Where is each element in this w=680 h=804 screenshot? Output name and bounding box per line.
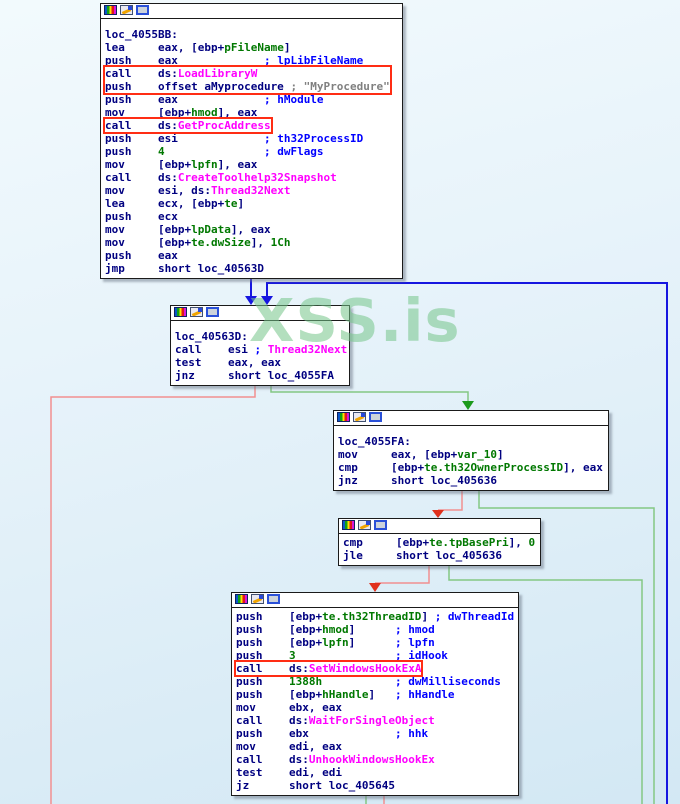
asm-line[interactable]: mov esi, ds:Thread32Next — [105, 184, 291, 197]
edge-loc4055FA-true — [478, 488, 655, 804]
asm-line[interactable]: mov eax, [ebp+var_10] — [338, 448, 504, 461]
node-header — [232, 593, 518, 608]
asm-line[interactable]: push eax — [105, 249, 178, 262]
asm-line[interactable]: call esi ; Thread32Next — [175, 343, 348, 356]
node-header — [101, 4, 402, 19]
frame-icon[interactable] — [374, 520, 387, 530]
asm-line[interactable]: jmp short loc_40563D — [105, 262, 264, 275]
asm-line[interactable]: cmp [ebp+te.th32OwnerProcessID], eax — [338, 461, 603, 474]
edge-tpBasePri-false — [375, 563, 430, 584]
frame-icon[interactable] — [206, 307, 219, 317]
asm-line[interactable]: push offset aMyprocedure ; "MyProcedure" — [105, 80, 390, 93]
asm-line[interactable]: push ebx ; hhk — [236, 727, 429, 740]
asm-line[interactable]: test eax, eax — [175, 356, 281, 369]
asm-line[interactable]: push eax ; lpLibFileName — [105, 54, 364, 67]
asm-line[interactable]: call ds:CreateToolhelp32Snapshot — [105, 171, 337, 184]
node-header — [334, 411, 608, 426]
node-header — [339, 519, 540, 534]
asm-line[interactable]: mov [ebp+lpData], eax — [105, 223, 271, 236]
edge-arrow — [369, 583, 381, 592]
pencil-icon[interactable] — [358, 520, 371, 530]
node-loc_4055FA[interactable]: loc_4055FA:mov eax, [ebp+var_10]cmp [ebp… — [333, 410, 609, 491]
edge-loc4055FA-false — [438, 488, 463, 511]
asm-line[interactable]: mov [ebp+te.dwSize], 1Ch — [105, 236, 291, 249]
pencil-icon[interactable] — [353, 412, 366, 422]
edge-arrow — [462, 401, 474, 410]
asm-line[interactable]: push [ebp+hmod] ; hmod — [236, 623, 435, 636]
asm-line[interactable]: push [ebp+te.th32ThreadID] ; dwThreadId — [236, 610, 515, 623]
node-header — [171, 306, 349, 321]
edge-loc40563D-true — [270, 381, 469, 402]
asm-line[interactable]: mov [ebp+lpfn], eax — [105, 158, 258, 171]
asm-line[interactable]: jnz short loc_4055FA — [175, 369, 334, 382]
frame-icon[interactable] — [136, 5, 149, 15]
asm-line[interactable]: mov edi, eax — [236, 740, 342, 753]
pencil-icon[interactable] — [190, 307, 203, 317]
asm-line[interactable]: call ds:SetWindowsHookExA — [236, 662, 422, 675]
frame-icon[interactable] — [369, 412, 382, 422]
asm-line[interactable]: loc_4055BB: — [105, 28, 178, 41]
edge-loc40563D-false — [50, 381, 256, 804]
highlight-red-box: call ds:SetWindowsHookExA — [233, 660, 424, 677]
highlight-red-box: call ds:GetProcAddress — [103, 117, 273, 134]
asm-line[interactable]: call ds:GetProcAddress — [105, 119, 271, 132]
asm-line[interactable]: call ds:WaitForSingleObject — [236, 714, 435, 727]
asm-line[interactable]: mov ebx, eax — [236, 701, 342, 714]
asm-line[interactable]: push esi ; th32ProcessID — [105, 132, 364, 145]
asm-line[interactable]: cmp [ebp+te.tpBasePri], 0 — [343, 536, 536, 549]
asm-line[interactable]: jle short loc_405636 — [343, 549, 502, 562]
asm-line[interactable]: push 1388h ; dwMilliseconds — [236, 675, 501, 688]
pencil-icon[interactable] — [120, 5, 133, 15]
asm-line[interactable]: jz short loc_405645 — [236, 779, 395, 792]
asm-line[interactable]: call ds:UnhookWindowsHookEx — [236, 753, 435, 766]
edge-arrow — [261, 296, 273, 305]
asm-line[interactable]: push eax ; hModule — [105, 93, 324, 106]
asm-line[interactable]: push 4 ; dwFlags — [105, 145, 324, 158]
asm-line[interactable]: push 3 ; idHook — [236, 649, 448, 662]
frame-icon[interactable] — [267, 594, 280, 604]
palette-icon[interactable] — [174, 307, 187, 317]
asm-line[interactable]: loc_40563D: — [175, 330, 248, 343]
asm-line[interactable]: test edi, edi — [236, 766, 342, 779]
asm-line[interactable]: push ecx — [105, 210, 178, 223]
asm-line[interactable]: lea eax, [ebp+pFileName] — [105, 41, 291, 54]
palette-icon[interactable] — [104, 5, 117, 15]
palette-icon[interactable] — [337, 412, 350, 422]
asm-line[interactable]: call ds:LoadLibraryW — [105, 67, 258, 80]
node-loc_4055BB[interactable]: loc_4055BB:lea eax, [ebp+pFileName]push … — [100, 3, 403, 279]
edge-arrow — [245, 296, 257, 305]
blank-line — [175, 323, 345, 330]
blank-line — [105, 21, 398, 28]
edge-loopback-right — [266, 282, 668, 804]
asm-line[interactable]: jnz short loc_405636 — [338, 474, 497, 487]
node-code: loc_4055BB:lea eax, [ebp+pFileName]push … — [101, 19, 402, 278]
asm-line[interactable]: push [ebp+lpfn] ; lpfn — [236, 636, 435, 649]
asm-line[interactable]: mov [ebp+hmod], eax — [105, 106, 258, 119]
asm-line[interactable]: loc_4055FA: — [338, 435, 411, 448]
node-code: loc_4055FA:mov eax, [ebp+var_10]cmp [ebp… — [334, 426, 608, 490]
asm-line[interactable]: push [ebp+hHandle] ; hHandle — [236, 688, 455, 701]
edge-tpBasePri-true — [448, 563, 643, 804]
edge-arrow — [432, 510, 444, 518]
palette-icon[interactable] — [342, 520, 355, 530]
asm-line[interactable]: lea ecx, [ebp+te] — [105, 197, 245, 210]
pencil-icon[interactable] — [251, 594, 264, 604]
palette-icon[interactable] — [235, 594, 248, 604]
blank-line — [338, 428, 604, 435]
